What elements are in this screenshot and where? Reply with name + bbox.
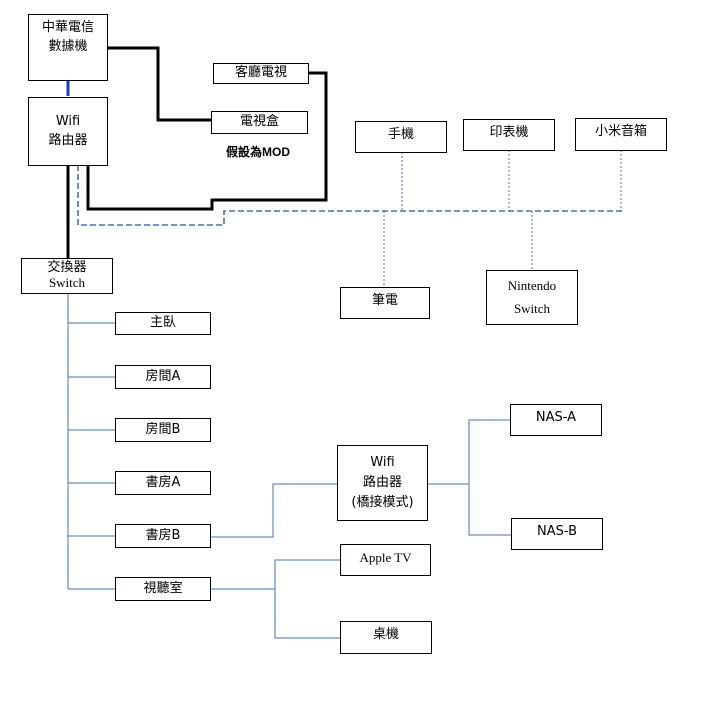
apple-tv-node: Apple TV	[340, 544, 431, 576]
tv-box-label: 電視盒	[239, 114, 279, 130]
nas-a-label: NAS-A	[535, 410, 577, 425]
printer-label: 印表機	[489, 125, 529, 140]
bridge-router-node: Wifi 路由器 (橋接模式)	[337, 445, 428, 521]
switch-label-line2: Switch	[48, 275, 86, 290]
living-tv-node: 客廳電視	[213, 63, 309, 84]
master-bedroom-label: 主臥	[149, 315, 176, 331]
room-b-node: 房間B	[115, 418, 211, 442]
room-a-node: 房間A	[115, 365, 211, 389]
switch-label-line1: 交換器	[47, 260, 87, 276]
router-node: Wifi 路由器	[28, 97, 108, 166]
printer-node: 印表機	[463, 119, 555, 151]
bridge-router-label-line2: 路由器	[362, 474, 402, 490]
router-to-livingtv-link	[86, 71, 328, 211]
switch-node: 交換器 Switch	[21, 258, 113, 294]
room-a-label: 房間A	[145, 368, 181, 384]
study-a-node: 書房A	[115, 471, 211, 495]
modem-node: 中華電信 數據機	[28, 14, 108, 81]
nas-a-node: NAS-A	[510, 404, 602, 436]
master-bedroom-node: 主臥	[115, 312, 211, 335]
study-b-label: 書房B	[145, 527, 181, 543]
av-room-label: 視聽室	[143, 580, 183, 596]
phone-node: 手機	[355, 121, 447, 153]
speaker-label: 小米音箱	[594, 124, 647, 139]
bridge-router-label-line3: (橋接模式)	[351, 495, 414, 511]
mod-note: 假設為MOD	[226, 145, 290, 159]
study-b-node: 書房B	[115, 524, 211, 548]
router-label-line2: 路由器	[48, 132, 88, 148]
nas-b-node: NAS-B	[511, 518, 603, 550]
modem-label-line1: 中華電信	[41, 20, 94, 35]
router-wifi-link	[77, 165, 622, 226]
av-room-node: 視聽室	[115, 577, 211, 601]
living-tv-label: 客廳電視	[234, 65, 287, 81]
room-b-label: 房間B	[145, 421, 181, 437]
desktop-node: 桌機	[340, 621, 432, 654]
nas-b-label: NAS-B	[536, 524, 577, 539]
tv-box-node: 電視盒	[211, 111, 308, 134]
bridge-router-label-line1: Wifi	[370, 454, 395, 470]
apple-tv-label: Apple TV	[359, 550, 412, 565]
nintendo-node: Nintendo Switch	[486, 270, 578, 325]
modem-to-tvbox-link	[107, 46, 211, 122]
nintendo-label-line1: Nintendo	[507, 278, 557, 294]
modem-label-line2: 數據機	[48, 38, 88, 54]
laptop-node: 筆電	[340, 287, 430, 319]
desktop-label: 桌機	[372, 627, 399, 642]
phone-label: 手機	[387, 127, 414, 142]
router-label-line1: Wifi	[55, 113, 81, 129]
switch-lan-links	[67, 294, 511, 639]
study-a-label: 書房A	[145, 474, 181, 490]
nintendo-label-line2: Switch	[513, 300, 551, 316]
laptop-label: 筆電	[371, 293, 398, 308]
speaker-node: 小米音箱	[575, 118, 667, 151]
